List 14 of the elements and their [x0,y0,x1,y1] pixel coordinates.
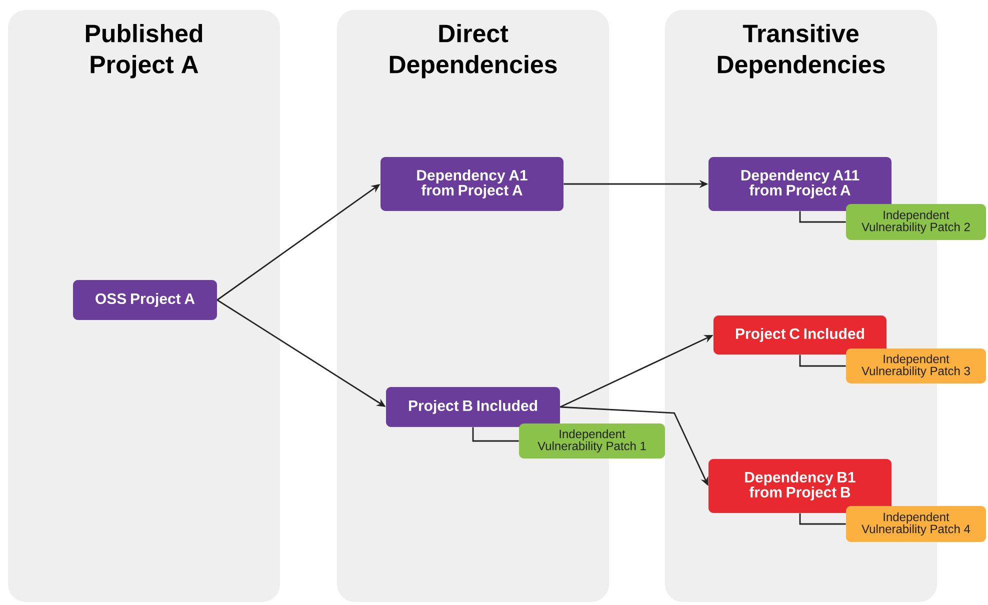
patch-box: Independent Vulnerability Patch 2 [846,204,986,240]
leader-line [799,513,846,525]
dependency-box: Dependency B1 from Project B [708,459,892,513]
dependency-box: OSS Project A [73,280,217,320]
leader-line [799,354,846,367]
leader-line [472,427,519,442]
patch-box: Independent Vulnerability Patch 3 [846,348,986,384]
patch-box: Independent Vulnerability Patch 4 [846,506,986,542]
patch-box: Independent Vulnerability Patch 1 [519,424,665,458]
dependency-box: Project B Included [386,387,560,427]
dependency-box: Dependency A11 from Project A [708,157,892,211]
dependency-box: Project C Included [714,316,886,354]
dependency-box: Dependency A1 from Project A [380,157,564,211]
leader-line [799,211,846,223]
